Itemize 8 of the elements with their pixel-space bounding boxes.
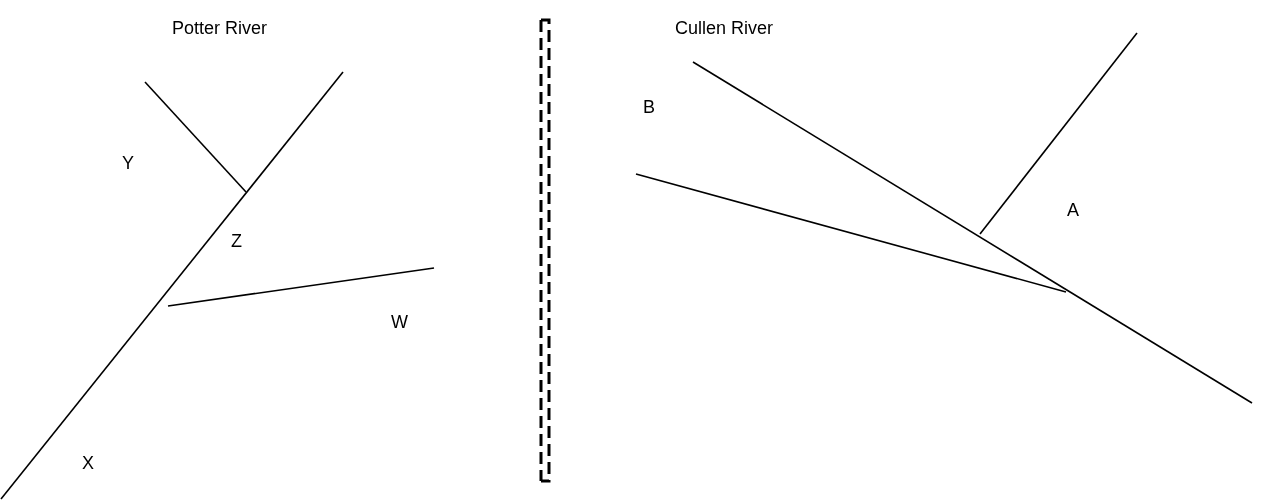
river-name: Cullen River bbox=[675, 17, 774, 39]
point-label: W bbox=[391, 311, 408, 333]
point-label: X bbox=[82, 452, 94, 474]
point-label: A bbox=[1067, 199, 1079, 221]
point-label: B bbox=[643, 96, 655, 118]
river-name: Potter River bbox=[172, 17, 268, 39]
point-label: Y bbox=[122, 152, 134, 174]
point-label: Z bbox=[231, 230, 242, 252]
